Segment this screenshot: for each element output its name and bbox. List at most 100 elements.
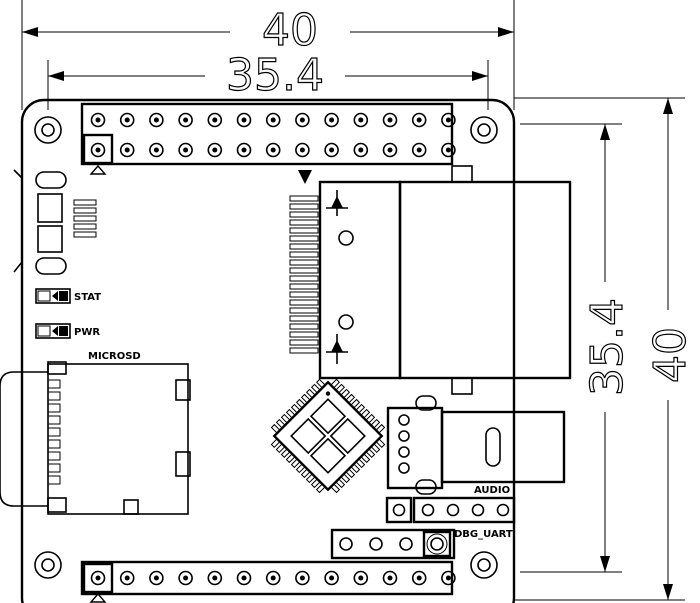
dimension-outer-width-label: 40 [262,5,318,56]
header-pin [119,112,135,128]
ethernet-pin [289,211,319,218]
header-pin [382,142,398,158]
dimension-inner-height-label: 35.4 [582,298,633,396]
header-pin [149,112,164,128]
ethernet-pin [289,339,319,346]
header-pin [119,142,135,158]
dbg-uart-header [330,528,456,560]
ethernet-pin [289,347,319,354]
header-pin [324,112,339,128]
ethernet-pin [289,315,319,322]
header-pin [353,112,369,128]
sd-contact [47,439,61,449]
header-pin [236,570,252,586]
header-pin [90,142,106,158]
header-pin [178,142,193,158]
header-pin [411,570,427,586]
ethernet-pin [289,323,319,330]
sd-contact [47,403,61,413]
microsd-label: MICROSD [88,351,141,362]
ethernet-pin [289,299,319,306]
diode-bottom [326,334,348,364]
header-pin [324,142,339,158]
stat-led [35,288,71,304]
header-pin [353,570,369,586]
sd-contact [47,391,61,401]
ethernet-connector [289,165,572,395]
header-pin [236,142,252,158]
sd-contact [47,463,61,473]
pwr-led [35,323,71,339]
header-pin [441,570,456,586]
header-pin [265,142,281,158]
pin1-marker-bottom [89,592,107,603]
ethernet-pin [289,283,319,290]
usb-connector [13,169,97,275]
bottom-gpio-header [80,560,456,603]
dbg-uart-label: DBG_UART [454,529,513,540]
ethernet-pin [289,307,319,314]
header-pin [295,570,310,586]
header-pin [324,570,339,586]
header-pin [265,570,281,586]
header-pin [353,142,369,158]
header-pin [207,142,223,158]
header-pin [90,570,106,586]
diode-top [326,190,348,216]
header-pin [295,142,310,158]
ethernet-pin [289,251,319,258]
header-pin [149,142,164,158]
sd-contact [47,415,61,425]
dimension-outer-height: 40 [514,97,697,601]
board-outline [20,98,516,603]
qfp-chip [270,378,386,494]
header-pin [295,112,310,128]
header-pin [411,142,427,158]
sd-contact [47,427,61,437]
header-pin [90,112,106,128]
ethernet-pin [289,219,319,226]
ethernet-pin [289,275,319,282]
header-pin [236,112,252,128]
header-pin [441,142,456,158]
header-pin [441,112,456,128]
mounting-holes [34,116,498,579]
header-pin [119,570,135,586]
pin1-marker-top [89,164,107,175]
audio-jack [386,395,566,495]
header-pin [411,112,427,128]
pin1-marker-ethernet [298,170,312,184]
header-pin [207,112,223,128]
dimension-outer-width: 40 [21,0,515,110]
header-pin [178,112,193,128]
sd-contact [47,451,61,461]
stat-label: STAT [74,292,101,303]
dimension-inner-width: 35.4 [47,49,489,110]
dimension-inner-height: 35.4 [520,123,634,573]
ethernet-pin [289,235,319,242]
header-pin [265,112,281,128]
ethernet-pin [289,195,319,202]
dimension-outer-height-label: 40 [645,327,696,383]
ethernet-pin [289,259,319,266]
ethernet-pin [289,331,319,338]
microsd-socket [0,361,191,515]
ethernet-pin [289,227,319,234]
header-pin [149,570,164,586]
ethernet-pin [289,203,319,210]
ethernet-pin [289,267,319,274]
ethernet-pin [289,243,319,250]
sd-contact [47,379,61,389]
audio-label: AUDIO [474,485,510,496]
dimension-inner-width-label: 35.4 [226,50,324,101]
header-pin [382,570,398,586]
top-gpio-header [80,102,456,175]
header-pin [382,112,398,128]
pwr-label: PWR [74,327,100,338]
header-pin [207,570,223,586]
ethernet-pin [289,291,319,298]
sd-contact [47,475,61,485]
header-pin [178,570,193,586]
audio-header [385,496,516,524]
